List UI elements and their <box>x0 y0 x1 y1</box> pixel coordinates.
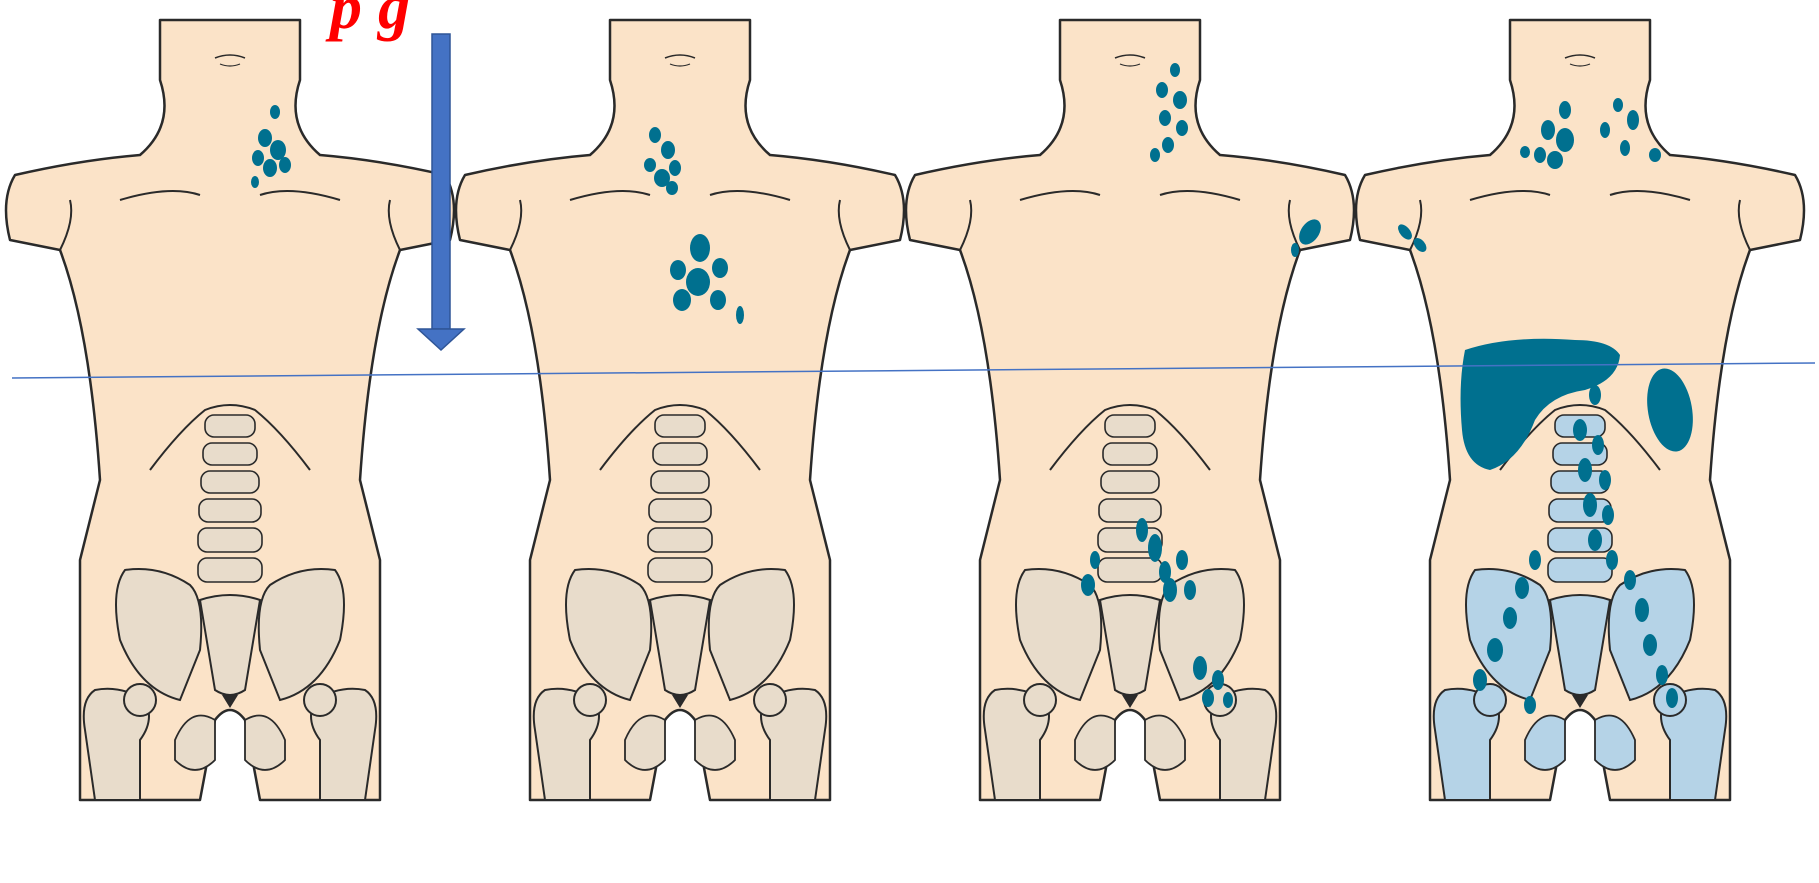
panel-stage-1 <box>6 20 454 800</box>
panel-stage-3 <box>906 20 1354 800</box>
panel-stage-2 <box>456 20 904 800</box>
panel-stage-4 <box>1356 20 1804 800</box>
